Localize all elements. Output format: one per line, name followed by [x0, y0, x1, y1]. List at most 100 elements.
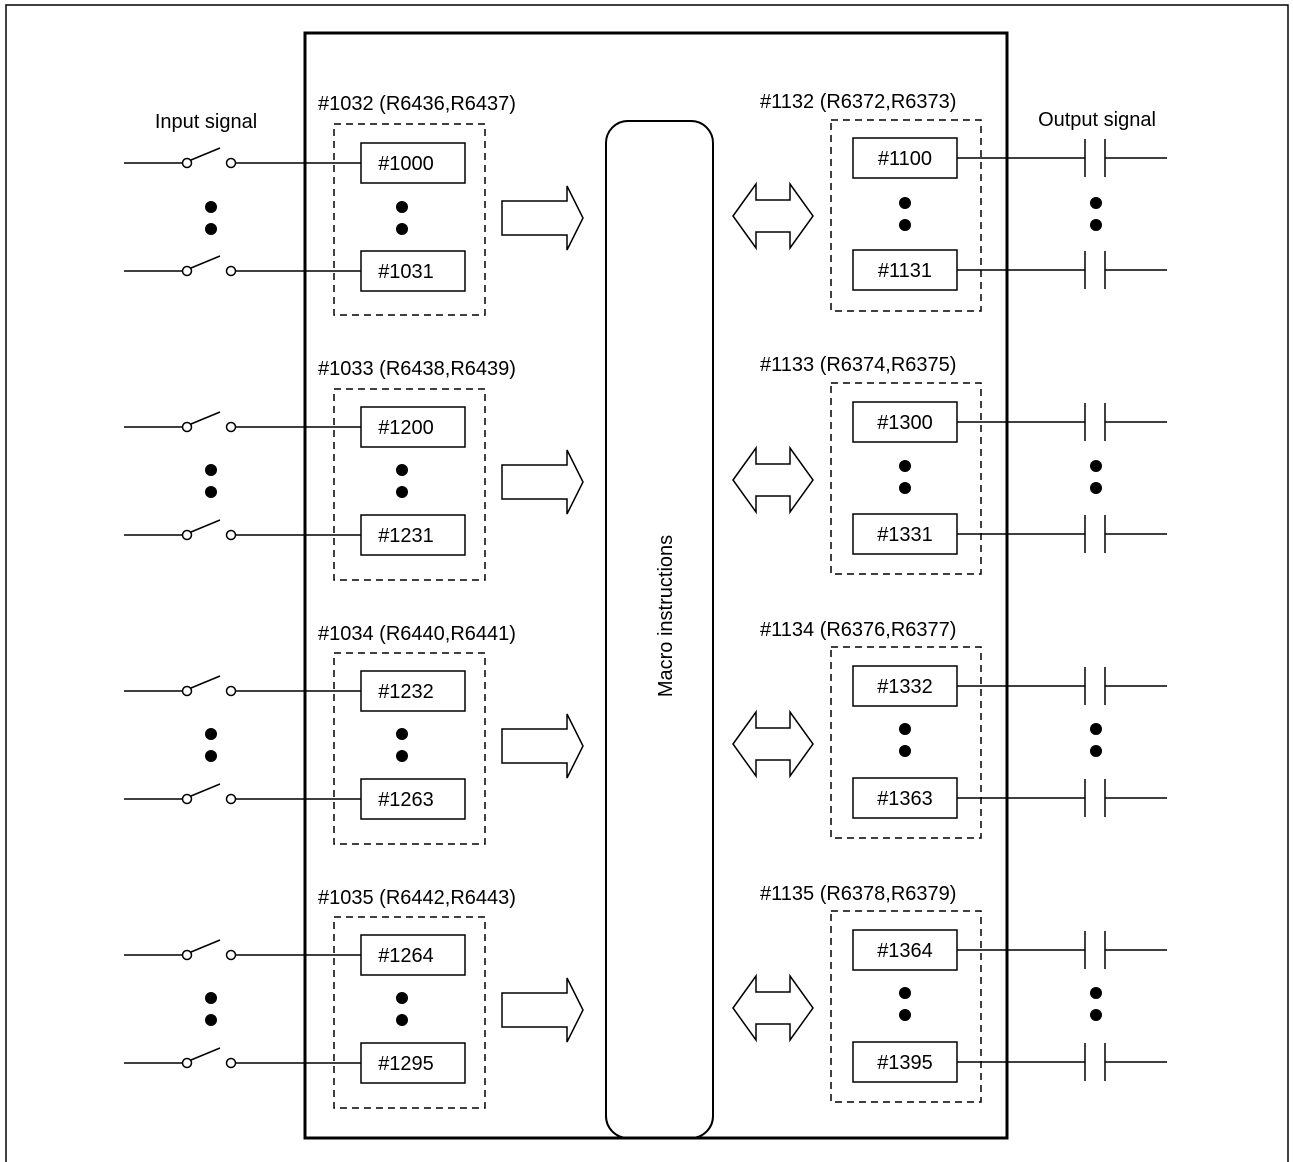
ellipsis-dot — [396, 486, 408, 498]
input-group: #1035 (R6442,R6443) #1264 #1295 — [124, 887, 584, 1109]
register-label: #1232 — [378, 681, 434, 703]
register-label: #1300 — [877, 412, 933, 434]
register-label: #1332 — [877, 676, 933, 698]
input-switch — [124, 519, 361, 541]
ellipsis-dot — [205, 1014, 217, 1026]
output-contact — [957, 403, 1167, 441]
register-box — [360, 250, 466, 292]
input-group: #1034 (R6440,R6441) #1232 #1263 — [124, 623, 584, 845]
register-label: #1131 — [878, 260, 932, 282]
input-group-header: #1032 (R6436,R6437) — [318, 93, 516, 115]
right-arrow — [501, 713, 584, 779]
double-arrow — [732, 709, 814, 779]
output-contact — [957, 779, 1167, 817]
ellipsis-dot — [396, 201, 408, 213]
output-group-header: #1135 (R6378,R6379) — [760, 883, 956, 905]
ellipsis-dot — [899, 723, 911, 735]
input-switch — [124, 255, 361, 277]
ellipsis-dot — [205, 223, 217, 235]
register-label: #1263 — [378, 789, 434, 811]
register-label: #1295 — [378, 1053, 434, 1075]
ellipsis-dot — [205, 750, 217, 762]
ellipsis-dot — [396, 1014, 408, 1026]
ellipsis-dot — [1090, 197, 1102, 209]
input-switch — [124, 147, 361, 169]
output-group: #1132 (R6372,R6373) #1100 #1131 — [732, 91, 1167, 312]
input-switch — [124, 939, 361, 961]
register-label: #1264 — [378, 945, 434, 967]
dashed-group-box — [333, 123, 486, 316]
output-group-header: #1132 (R6372,R6373) — [760, 91, 956, 113]
register-box — [852, 929, 958, 971]
register-label: #1331 — [877, 524, 933, 546]
output-group-header: #1134 (R6376,R6377) — [760, 619, 956, 641]
output-group: #1135 (R6378,R6379) #1364 #1395 — [732, 883, 1167, 1103]
output-contact — [957, 139, 1167, 177]
double-arrow — [732, 445, 814, 515]
register-label: #1000 — [378, 153, 434, 175]
output-group: #1134 (R6376,R6377) #1332 #1363 — [732, 619, 1167, 839]
input-switch — [124, 1047, 361, 1069]
ellipsis-dot — [396, 223, 408, 235]
output-signal-label: Output signal — [1038, 109, 1156, 131]
register-box — [360, 778, 466, 820]
ellipsis-dot — [205, 464, 217, 476]
input-switch — [124, 675, 361, 697]
output-group: #1133 (R6374,R6375) #1300 #1331 — [732, 354, 1167, 575]
dashed-group-box — [830, 382, 982, 575]
page-frame — [5, 4, 1289, 1162]
ellipsis-dot — [899, 219, 911, 231]
register-box — [360, 514, 466, 556]
input-switch — [124, 411, 361, 433]
register-label: #1363 — [877, 788, 933, 810]
register-box — [360, 142, 466, 184]
register-label: #1100 — [878, 148, 932, 170]
dashed-group-box — [333, 388, 486, 581]
register-box — [360, 1042, 466, 1084]
ellipsis-dot — [205, 486, 217, 498]
register-label: #1364 — [877, 940, 933, 962]
register-label: #1200 — [378, 417, 434, 439]
double-arrow — [732, 973, 814, 1043]
ellipsis-dot — [1090, 460, 1102, 472]
register-label: #1395 — [877, 1052, 933, 1074]
right-arrow — [501, 977, 584, 1043]
ellipsis-dot — [396, 992, 408, 1004]
ellipsis-dot — [899, 197, 911, 209]
register-box — [852, 665, 958, 707]
input-group: #1032 (R6436,R6437) #1000 #1031 — [124, 93, 584, 316]
output-contact — [957, 251, 1167, 289]
macro-instructions-label: Macro instructions — [655, 535, 677, 697]
ellipsis-dot — [205, 728, 217, 740]
register-box — [852, 777, 958, 819]
ellipsis-dot — [205, 992, 217, 1004]
output-group-header: #1133 (R6374,R6375) — [760, 354, 956, 376]
input-group: #1033 (R6438,R6439) #1200 #1231 — [124, 358, 584, 581]
input-group-header: #1035 (R6442,R6443) — [318, 887, 516, 909]
ellipsis-dot — [396, 728, 408, 740]
dashed-group-box — [830, 119, 982, 312]
output-contact — [957, 1043, 1167, 1081]
input-switch — [124, 783, 361, 805]
right-arrow — [501, 185, 584, 251]
ellipsis-dot — [899, 482, 911, 494]
ellipsis-dot — [1090, 723, 1102, 735]
dashed-group-box — [333, 916, 486, 1109]
register-label: #1231 — [378, 525, 434, 547]
output-contact — [957, 931, 1167, 969]
output-contact — [957, 515, 1167, 553]
output-contact — [957, 667, 1167, 705]
ellipsis-dot — [205, 201, 217, 213]
ellipsis-dot — [396, 464, 408, 476]
ellipsis-dot — [1090, 219, 1102, 231]
dashed-group-box — [830, 910, 982, 1103]
ellipsis-dot — [1090, 482, 1102, 494]
ellipsis-dot — [1090, 745, 1102, 757]
ellipsis-dot — [396, 750, 408, 762]
register-box — [852, 137, 958, 179]
dashed-group-box — [830, 646, 982, 839]
dashed-group-box — [333, 652, 486, 845]
input-group-header: #1033 (R6438,R6439) — [318, 358, 516, 380]
right-arrow — [501, 449, 584, 515]
